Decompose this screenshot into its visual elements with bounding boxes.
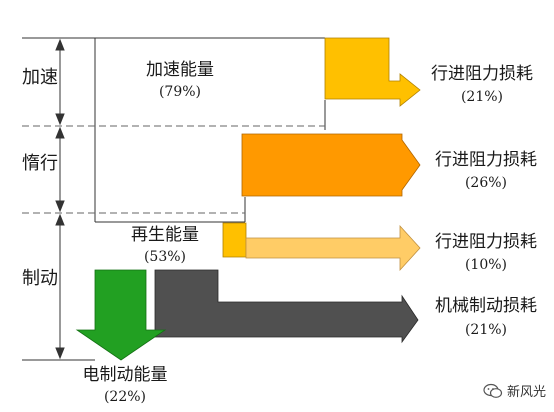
elec-brake-energy-percent: (22%) [103,389,147,405]
travel-resistance-loss-arrow-10 [245,224,421,272]
loss-label-4: 机械制动损耗 [435,296,537,316]
loss-label-2: 行进阻力损耗 [435,150,537,170]
wechat-icon [483,383,503,398]
loss-percent-2: (26%) [464,175,508,191]
loss-percent-4: (21%) [464,322,508,338]
travel-resistance-loss-source-10 [222,222,247,258]
accelerate-extent-arrow [55,38,65,126]
loss-percent-1: (21%) [460,89,504,105]
loss-label-1: 行进阻力损耗 [431,64,533,84]
travel-resistance-loss-arrow-26 [241,133,421,197]
phase-label-accelerate: 加速 [22,67,58,88]
loss-label-3: 行进阻力损耗 [435,232,537,252]
brake-extent-arrow [55,213,65,360]
elec-brake-energy-label: 电制动能量 [82,365,168,385]
watermark-text: 新风光 [506,385,546,400]
mechanical-brake-loss-arrow [154,269,419,344]
regen-energy-label: 再生能量 [131,225,199,245]
phase-label-coast: 惰行 [22,153,58,174]
regen-energy-percent: (53%) [143,249,187,265]
coast-extent-arrow [55,126,65,213]
loss-percent-3: (10%) [464,257,508,273]
accel-energy-label: 加速能量 [146,60,214,80]
phase-label-brake: 制动 [22,268,58,289]
watermark: 新风光 [483,381,546,400]
electric-brake-energy-arrow [75,269,167,361]
travel-resistance-loss-arrow-21 [324,37,421,107]
accel-energy-percent: (79%) [158,84,202,100]
